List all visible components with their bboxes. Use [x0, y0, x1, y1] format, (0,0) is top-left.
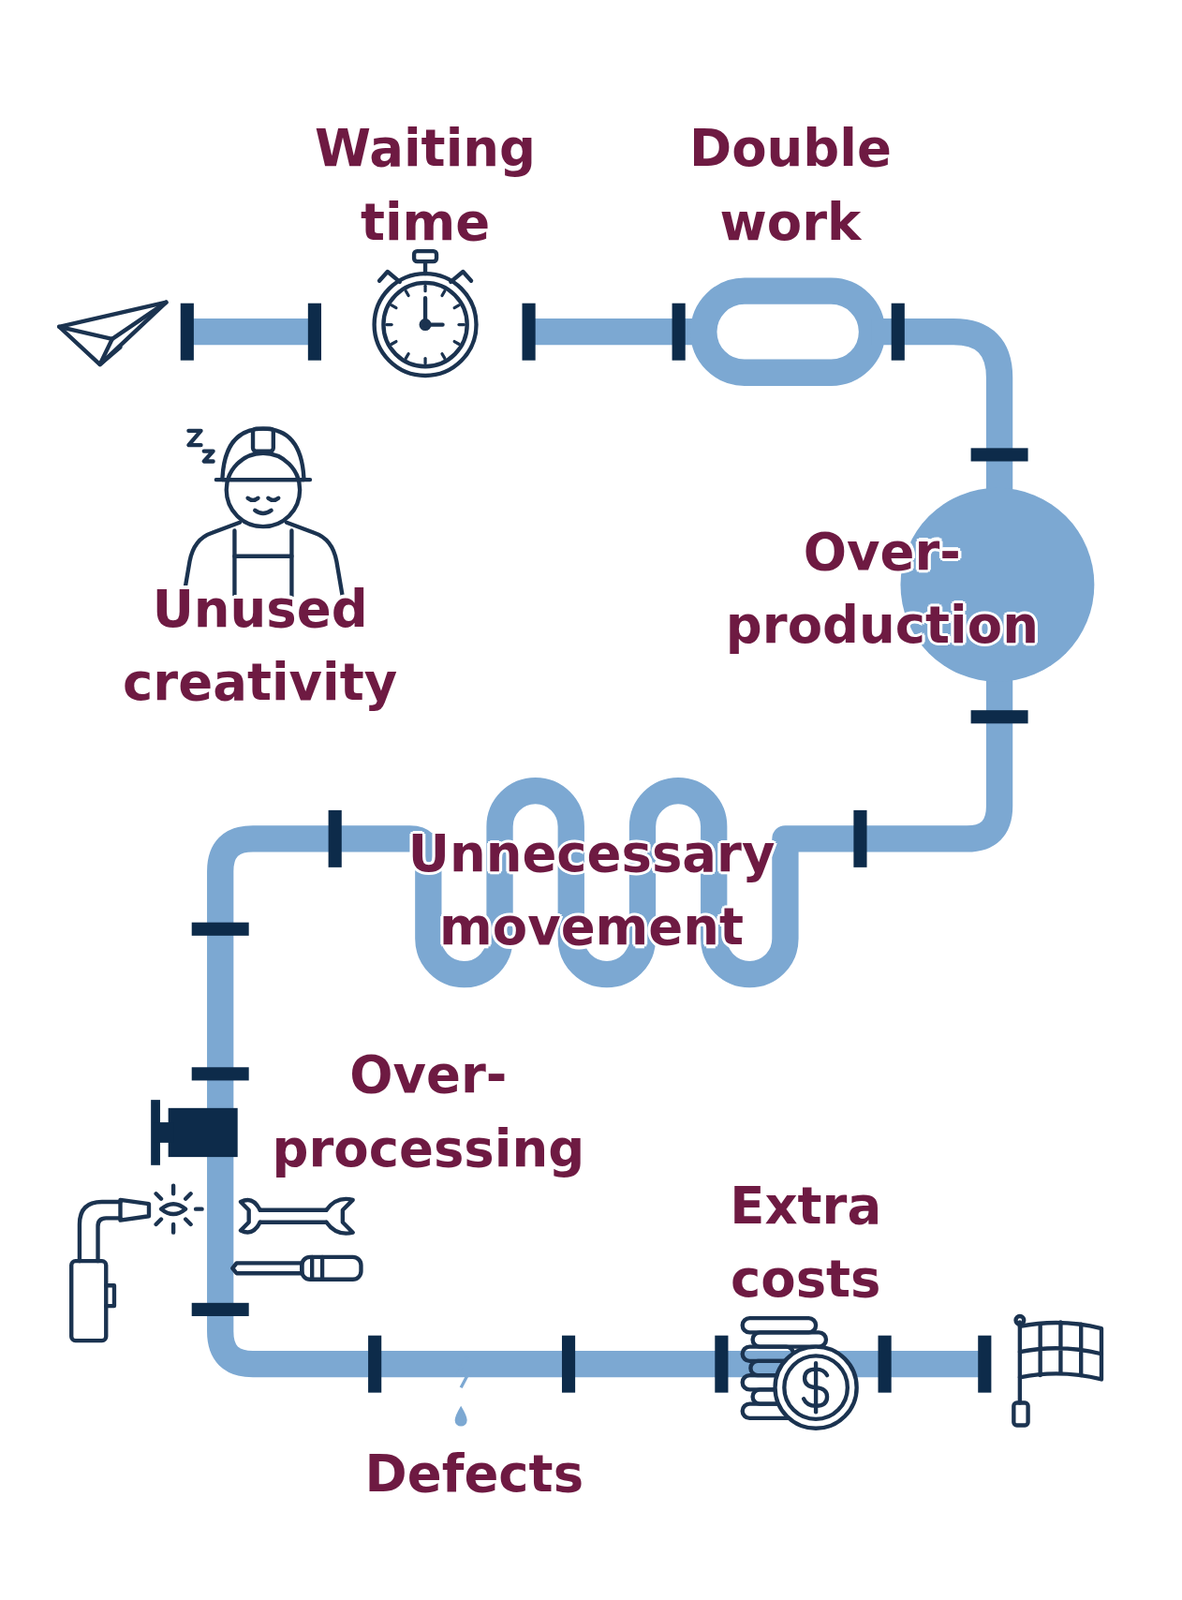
tick — [458, 323, 464, 326]
finish-flag-icon — [1013, 1315, 1102, 1426]
tick — [405, 354, 409, 359]
tick — [442, 291, 445, 296]
tick — [391, 341, 397, 345]
tick — [442, 354, 445, 359]
tick — [405, 291, 409, 296]
stopwatch-icon — [374, 251, 477, 376]
tick — [423, 358, 427, 364]
pipe — [186, 291, 1000, 1364]
waste-label: Over- production — [725, 515, 1039, 663]
tick — [423, 285, 427, 291]
tick — [454, 341, 459, 345]
screwdriver-icon — [232, 1256, 361, 1280]
waste-label: Unnecessary movement — [408, 816, 776, 964]
stopwatch-ticks — [386, 285, 465, 364]
tick — [386, 323, 392, 326]
coin-stack-icon — [742, 1317, 857, 1429]
waste-label: Double work — [689, 112, 892, 260]
waste-label: Defects — [365, 1436, 584, 1510]
welding-torch-icon — [71, 1185, 202, 1342]
waste-label: Extra costs — [729, 1168, 882, 1316]
sleeping-worker-icon — [183, 428, 343, 598]
waste-label: Over- processing — [272, 1038, 586, 1186]
tick — [454, 305, 459, 309]
wrench-icon — [240, 1198, 354, 1234]
leak-icon — [455, 1357, 470, 1427]
paper-plane-icon — [59, 302, 166, 365]
pipe-joints — [150, 303, 1028, 1393]
waste-label: Unused creativity — [122, 572, 398, 720]
waste-label: Waiting time — [314, 112, 536, 260]
tick — [391, 305, 397, 309]
